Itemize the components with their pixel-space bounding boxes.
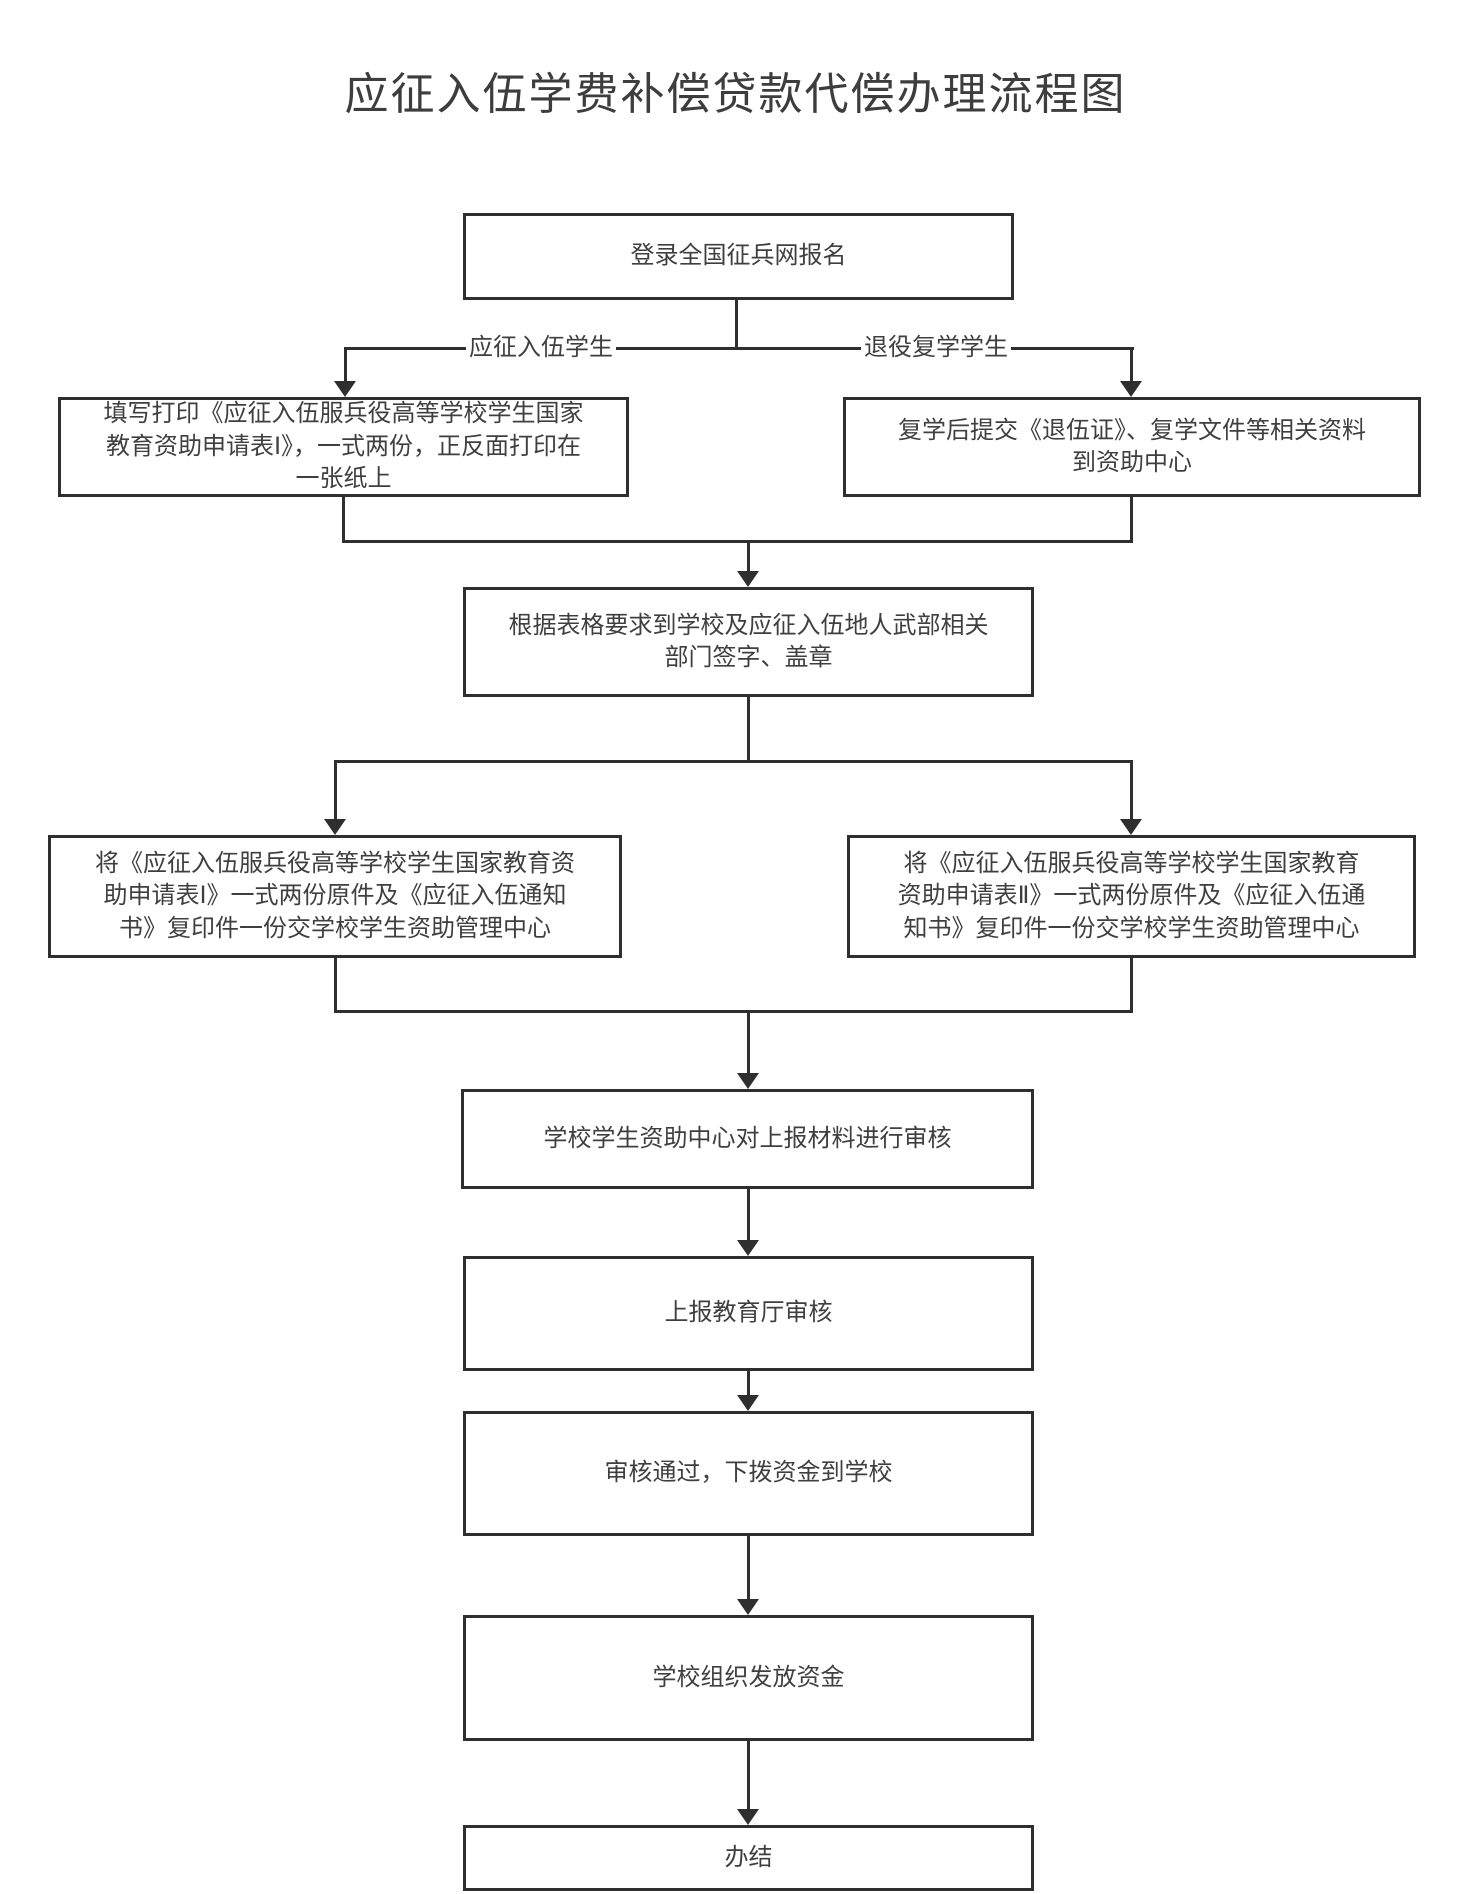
arrowhead-to-allocate-funds <box>737 1395 759 1411</box>
connector-sign-down <box>747 697 750 763</box>
connector-allocate-down <box>747 1536 750 1601</box>
node-school-review-label: 学校学生资助中心对上报材料进行审核 <box>543 1124 952 1152</box>
arrowhead-to-resume-school <box>1120 381 1142 397</box>
connector-branch2-left <box>334 760 337 821</box>
connector-submit1-down <box>334 958 337 1013</box>
node-dept-review: 上报教育厅审核 <box>463 1256 1034 1371</box>
node-submit-form1-label: 将《应征入伍服兵役高等学校学生国家教育资助申请表Ⅰ》一式两份原件及《应征入伍通知… <box>95 849 575 942</box>
arrowhead-to-dept-review <box>737 1240 759 1256</box>
connector-merge2-down <box>747 1010 750 1075</box>
arrowhead-to-submit-form1 <box>324 819 346 835</box>
edge-label-veteran-students: 退役复学学生 <box>861 335 1011 361</box>
connector-merge2-horizontal <box>334 1010 1133 1013</box>
arrowhead-to-submit-form2 <box>1120 819 1142 835</box>
arrowhead-to-fill-form <box>334 381 356 397</box>
connector-merge1-horizontal <box>342 540 1133 543</box>
connector-fill-down <box>342 497 345 543</box>
node-allocate-funds-label: 审核通过，下拨资金到学校 <box>604 1459 893 1487</box>
connector-merge1-down <box>747 540 750 573</box>
arrowhead-to-distribute-funds <box>737 1599 759 1615</box>
connector-resume-down <box>1130 497 1133 543</box>
node-distribute-funds: 学校组织发放资金 <box>463 1615 1034 1741</box>
arrowhead-to-school-review <box>737 1073 759 1089</box>
connector-branch1-right <box>1130 347 1133 385</box>
connector-distribute-down <box>747 1741 750 1811</box>
node-login-label: 登录全国征兵网报名 <box>630 242 847 270</box>
node-submit-form1: 将《应征入伍服兵役高等学校学生国家教育资助申请表Ⅰ》一式两份原件及《应征入伍通知… <box>48 835 622 958</box>
node-distribute-funds-label: 学校组织发放资金 <box>652 1663 845 1691</box>
connector-review-down <box>747 1189 750 1242</box>
node-resume-school-label: 复学后提交《退伍证》、复学文件等相关资料到资助中心 <box>898 416 1366 476</box>
connector-branch2-horizontal <box>334 760 1133 763</box>
connector-submit2-down <box>1130 958 1133 1013</box>
node-school-review: 学校学生资助中心对上报材料进行审核 <box>461 1089 1034 1189</box>
node-fill-form-label: 填写打印《应征入伍服兵役高等学校学生国家教育资助申请表Ⅰ》，一式两份，正反面打印… <box>103 400 584 493</box>
node-resume-school: 复学后提交《退伍证》、复学文件等相关资料到资助中心 <box>843 397 1421 497</box>
connector-dept-down <box>747 1371 750 1397</box>
node-dept-review-label: 上报教育厅审核 <box>664 1299 833 1327</box>
node-complete-label: 办结 <box>724 1843 773 1871</box>
connector-login-down <box>735 298 738 350</box>
node-submit-form2: 将《应征入伍服兵役高等学校学生国家教育资助申请表Ⅱ》一式两份原件及《应征入伍通知… <box>847 835 1416 958</box>
node-login: 登录全国征兵网报名 <box>463 213 1014 300</box>
arrowhead-to-sign-stamp <box>737 571 759 587</box>
edge-label-enlist-students: 应征入伍学生 <box>466 335 616 361</box>
arrowhead-to-complete <box>737 1809 759 1825</box>
node-fill-form: 填写打印《应征入伍服兵役高等学校学生国家教育资助申请表Ⅰ》，一式两份，正反面打印… <box>58 397 629 497</box>
page-title: 应征入伍学费补偿贷款代偿办理流程图 <box>344 70 1127 119</box>
node-submit-form2-label: 将《应征入伍服兵役高等学校学生国家教育资助申请表Ⅱ》一式两份原件及《应征入伍通知… <box>897 849 1366 942</box>
node-complete: 办结 <box>463 1825 1034 1891</box>
node-allocate-funds: 审核通过，下拨资金到学校 <box>463 1411 1034 1536</box>
node-sign-stamp-label: 根据表格要求到学校及应征入伍地人武部相关部门签字、盖章 <box>508 611 989 671</box>
connector-branch2-right <box>1130 760 1133 821</box>
connector-branch1-left <box>344 347 347 385</box>
node-sign-stamp: 根据表格要求到学校及应征入伍地人武部相关部门签字、盖章 <box>463 587 1034 697</box>
connector-branch1-horizontal <box>344 347 1134 350</box>
